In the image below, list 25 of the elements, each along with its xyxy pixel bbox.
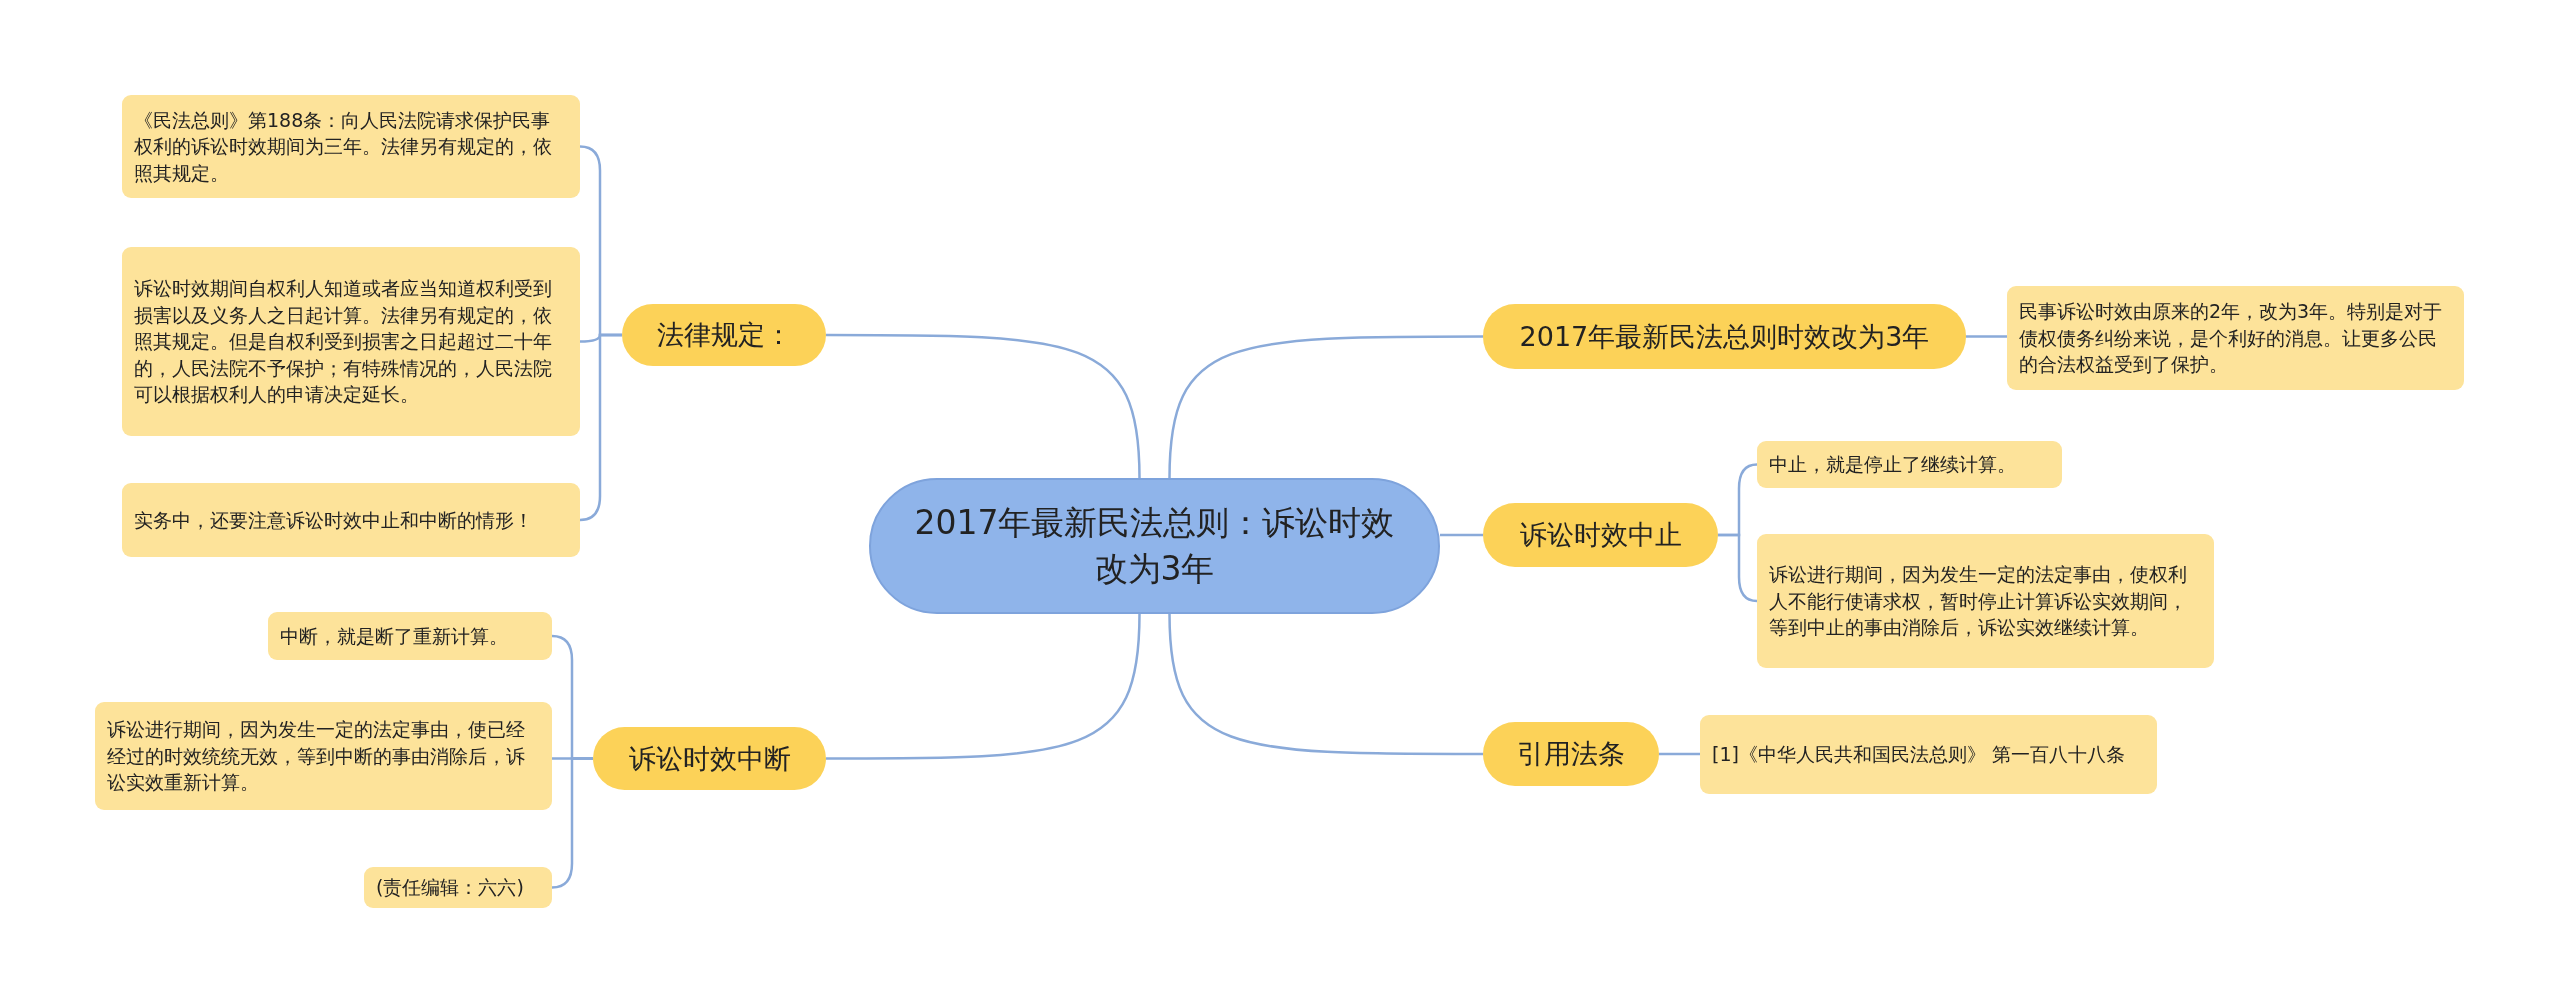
connector-line: [1440, 533, 1483, 537]
topic-box: 诉讼时效中止: [1483, 503, 1718, 567]
note-box: [1]《中华人民共和国民法总则》 第一百八十八条: [1700, 715, 2157, 794]
topic-box: 诉讼时效中断: [593, 727, 826, 790]
connector-line: [1168, 613, 1483, 756]
note-box: 诉讼进行期间，因为发生一定的法定事由，使权利人不能行使请求权，暂时停止计算诉讼实效期间，等到中止的事由消除后，诉讼实效继续计算。: [1757, 534, 2214, 668]
central-topic: 2017年最新民法总则：诉讼时效改为3年: [869, 478, 1440, 614]
note-box: 中断，就是断了重新计算。: [268, 612, 552, 660]
connector-line: [579, 333, 622, 522]
topic-box: 引用法条: [1483, 722, 1659, 786]
note-box: (责任编辑：六六): [364, 867, 552, 908]
note-box: 民事诉讼时效由原来的2年，改为3年。特别是对于债权债务纠纷来说，是个利好的消息。让更多公民的合法权益受到了保护。: [2007, 286, 2464, 390]
note-box: 实务中，还要注意诉讼时效中止和中断的情形！: [122, 483, 580, 557]
note-box: 中止，就是停止了继续计算。: [1757, 441, 2062, 488]
topic-box: 法律规定：: [622, 304, 826, 366]
note-box: 《民法总则》第188条：向人民法院请求保护民事权利的诉讼时效期间为三年。法律另有规定的，依照其规定。: [122, 95, 580, 198]
note-box: 诉讼时效期间自权利人知道或者应当知道权利受到损害以及义务人之日起计算。法律另有规定的，依照其规定。但是自权利受到损害之日起超过二十年的，人民法院不予保护；有特殊情况的，人民法院可以根据权利人的申请决定延长。: [122, 247, 580, 436]
connector-line: [826, 333, 1141, 479]
connector-line: [1718, 533, 1758, 603]
connector-line: [1966, 335, 2007, 338]
topic-box: 2017年最新民法总则时效改为3年: [1483, 304, 1966, 369]
connector-line: [826, 613, 1141, 760]
note-box: 诉讼进行期间，因为发生一定的法定事由，使已经经过的时效统统无效，等到中断的事由消除后，诉讼实效重新计算。: [95, 702, 552, 810]
connector-line: [551, 757, 593, 889]
connector-line: [1168, 335, 1483, 479]
